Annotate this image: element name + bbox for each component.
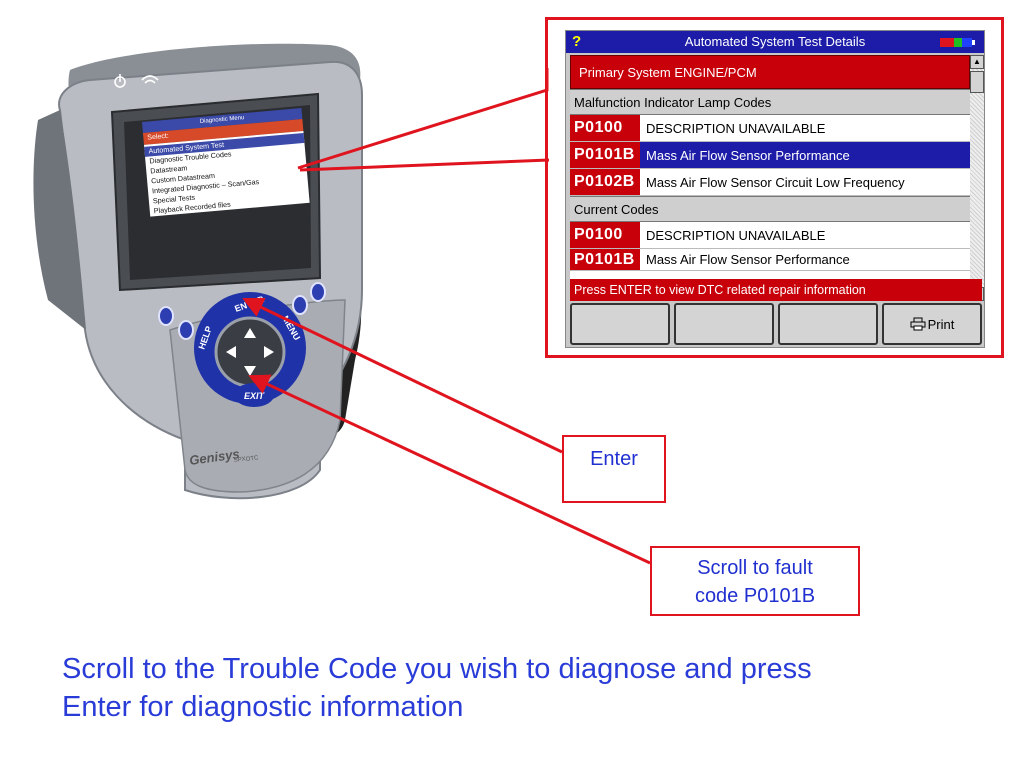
battery-icon xyxy=(940,38,976,47)
callout-scroll: Scroll to fault code P0101B xyxy=(650,546,860,616)
soft-key-2-icon[interactable] xyxy=(178,320,194,340)
help-icon[interactable]: ? xyxy=(572,33,582,50)
dtc-description: Mass Air Flow Sensor Performance xyxy=(640,142,970,168)
soft-key-1-icon[interactable] xyxy=(158,306,174,326)
dtc-code: P0101B xyxy=(570,249,640,270)
dtc-description: DESCRIPTION UNAVAILABLE xyxy=(646,120,826,136)
zoomed-screen: ? Automated System Test Details Primary … xyxy=(565,30,985,348)
exit-key-label: EXIT xyxy=(244,391,266,401)
function-button-1[interactable] xyxy=(570,303,670,345)
screen-title-bar: ? Automated System Test Details xyxy=(566,31,984,53)
section-header: Malfunction Indicator Lamp Codes xyxy=(570,89,970,115)
primary-system-header: Primary System ENGINE/PCM xyxy=(570,55,970,89)
list-scrollbar[interactable]: ▲ ▼ xyxy=(970,55,984,301)
device-mini-menu: Diagnostic Menu Select: Automated System… xyxy=(142,108,315,273)
status-bar: Press ENTER to view DTC related repair i… xyxy=(570,279,982,301)
section-header: Current Codes xyxy=(570,196,970,222)
caption-line1: Scroll to the Trouble Code you wish to d… xyxy=(62,653,812,685)
soft-key-3-icon[interactable] xyxy=(292,295,308,315)
soft-key-4-icon[interactable] xyxy=(310,282,326,302)
screen-title: Automated System Test Details xyxy=(684,34,866,49)
dtc-code: P0100 xyxy=(570,115,640,141)
caption-line2: Enter for diagnostic information xyxy=(62,691,464,723)
function-button-bar: Print xyxy=(570,303,982,345)
scroll-thumb[interactable] xyxy=(970,71,984,93)
callout-scroll-line2: code P0101B xyxy=(694,585,816,607)
dtc-description: DESCRIPTION UNAVAILABLE xyxy=(646,227,826,243)
dtc-description: Mass Air Flow Sensor Performance xyxy=(646,252,850,267)
power-icon xyxy=(114,74,126,88)
print-button[interactable]: Print xyxy=(882,303,982,345)
function-button-3[interactable] xyxy=(778,303,878,345)
dtc-row[interactable]: P0102B Mass Air Flow Sensor Circuit Low … xyxy=(570,169,970,196)
dtc-row-selected[interactable]: P0101B Mass Air Flow Sensor Performance xyxy=(570,142,970,169)
scroll-up-icon[interactable]: ▲ xyxy=(970,55,984,69)
dtc-description: Mass Air Flow Sensor Circuit Low Frequen… xyxy=(646,174,905,190)
printer-icon xyxy=(910,317,926,331)
wireless-icon xyxy=(141,75,159,84)
instruction-caption: Scroll to the Trouble Code you wish to d… xyxy=(62,650,982,726)
dtc-row[interactable]: P0100 DESCRIPTION UNAVAILABLE xyxy=(570,222,970,249)
dtc-list[interactable]: Primary System ENGINE/PCM Malfunction In… xyxy=(570,55,970,301)
dtc-code: P0100 xyxy=(570,222,640,248)
dtc-row[interactable]: P0100 DESCRIPTION UNAVAILABLE xyxy=(570,115,970,142)
callout-enter-text: Enter xyxy=(590,448,638,470)
dtc-code: P0101B xyxy=(570,142,640,168)
dtc-row[interactable]: P0101B Mass Air Flow Sensor Performance xyxy=(570,249,970,271)
sub-brand-logo: SPX xyxy=(233,456,246,464)
brand-logo: Genisys xyxy=(188,446,240,468)
callout-enter: Enter xyxy=(562,435,666,503)
dtc-code: P0102B xyxy=(570,169,640,195)
device-side-grip xyxy=(33,110,86,330)
function-button-2[interactable] xyxy=(674,303,774,345)
arrow-left-icon[interactable] xyxy=(226,346,236,358)
print-button-label: Print xyxy=(927,316,955,332)
callout-scroll-line1: Scroll to fault xyxy=(697,557,813,579)
